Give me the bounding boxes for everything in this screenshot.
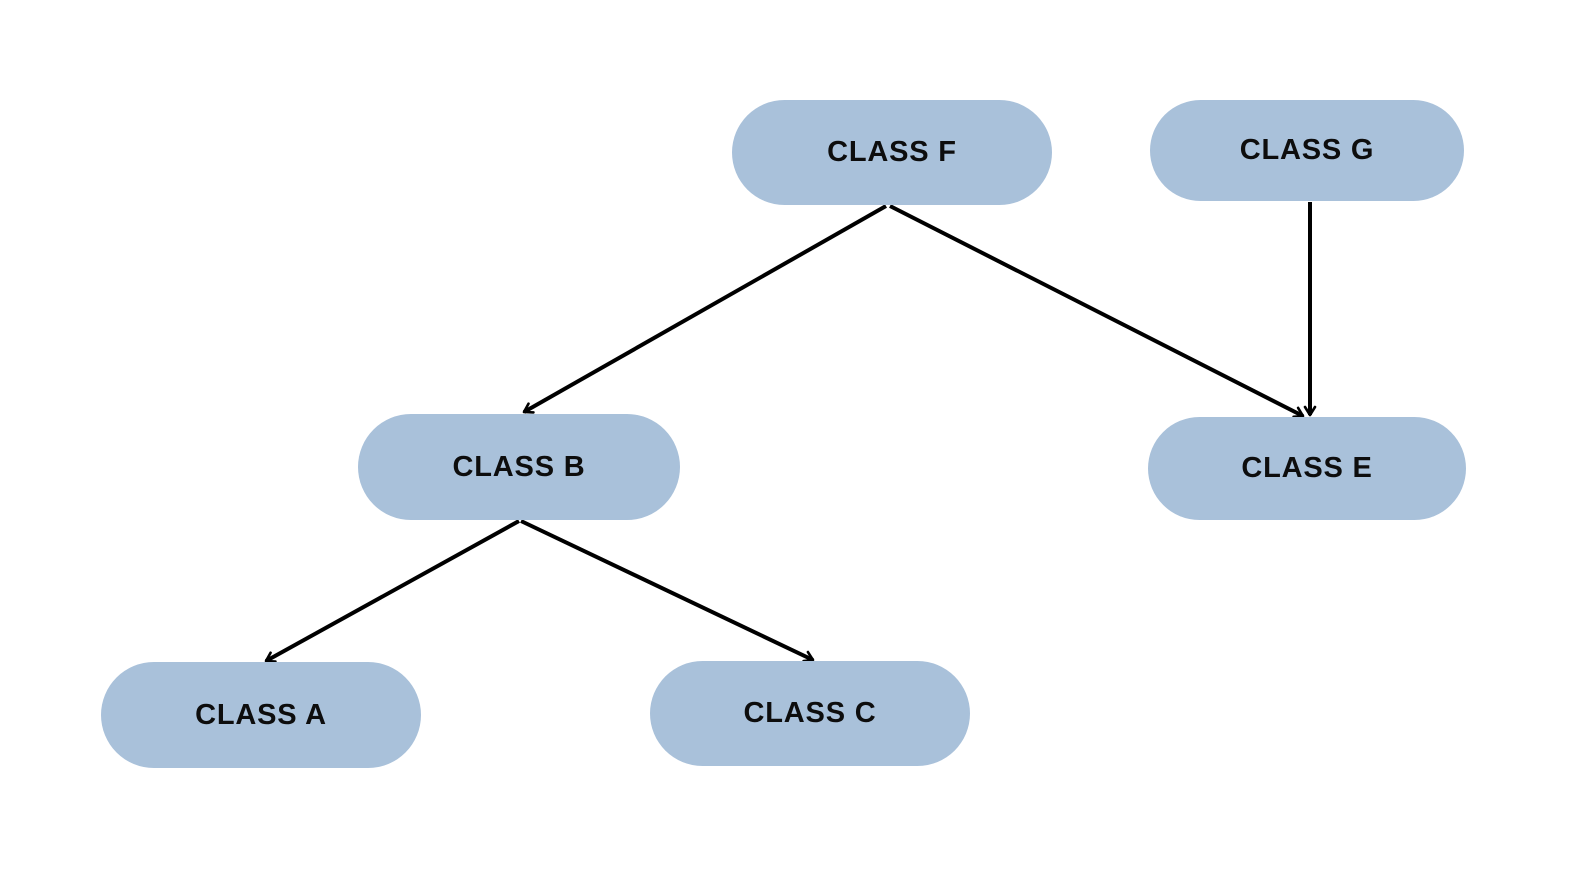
node-label: CLASS E bbox=[1241, 452, 1373, 484]
node-label: CLASS B bbox=[452, 450, 586, 483]
node-class-e: CLASS E bbox=[1148, 417, 1466, 520]
node-label: CLASS F bbox=[827, 136, 957, 168]
node-class-c: CLASS C bbox=[650, 661, 970, 766]
node-class-b: CLASS B bbox=[358, 414, 680, 520]
edge-class-b-to-class-a bbox=[264, 519, 520, 663]
edge-class-f-to-class-b bbox=[522, 204, 887, 414]
node-class-f: CLASS F bbox=[732, 100, 1052, 205]
node-label: CLASS A bbox=[195, 698, 327, 731]
edge-class-f-to-class-e bbox=[889, 204, 1305, 419]
node-class-g: CLASS G bbox=[1150, 100, 1464, 201]
node-class-a: CLASS A bbox=[101, 662, 421, 768]
node-label: CLASS C bbox=[743, 697, 877, 729]
edge-class-b-to-class-c bbox=[520, 519, 815, 663]
node-label: CLASS G bbox=[1239, 134, 1375, 166]
